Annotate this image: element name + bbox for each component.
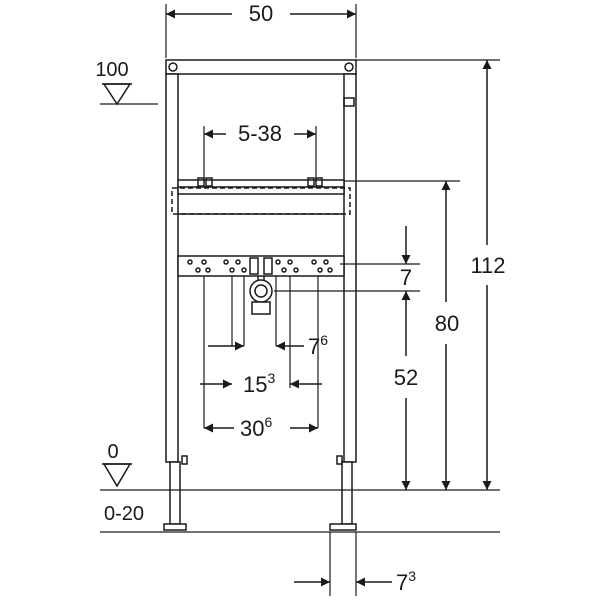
frame <box>163 59 357 531</box>
dim-height-rail: 80 <box>435 311 459 336</box>
dim-spacing-mid: 153 <box>243 370 275 397</box>
dimension-arrows <box>166 9 492 587</box>
dim-height-total: 112 <box>470 253 505 278</box>
frame-top-left-bolt <box>168 62 178 72</box>
right-foot <box>341 461 353 525</box>
frame-top-bar <box>165 59 357 75</box>
dim-bracket-spacing: 5-38 <box>238 121 282 146</box>
top-level-triangle <box>102 83 132 106</box>
drain-connection <box>249 276 273 315</box>
dim-height-connection: 52 <box>394 365 418 390</box>
plate-holes <box>187 259 333 273</box>
level-top-label: 100 <box>95 59 128 81</box>
reference-lines <box>100 4 500 596</box>
frame-right-post <box>343 73 357 463</box>
dim-spacing-outer: 306 <box>240 414 272 441</box>
level-floor-label: 0 <box>107 441 118 463</box>
dim-width-top: 50 <box>249 1 273 26</box>
level-floor-range-label: 0-20 <box>104 503 144 525</box>
floor-level-triangle <box>102 463 132 488</box>
dim-foot-offset: 73 <box>396 568 416 595</box>
frame-top-right-bolt <box>344 62 354 72</box>
frame-label-tag <box>343 97 355 107</box>
left-foot <box>169 461 181 525</box>
level-markers <box>102 83 132 488</box>
dim-spacing-inner: 76 <box>308 332 328 359</box>
frame-left-post <box>165 73 179 463</box>
connection-plate <box>177 255 345 277</box>
dim-offset-connection: 7 <box>400 265 412 290</box>
